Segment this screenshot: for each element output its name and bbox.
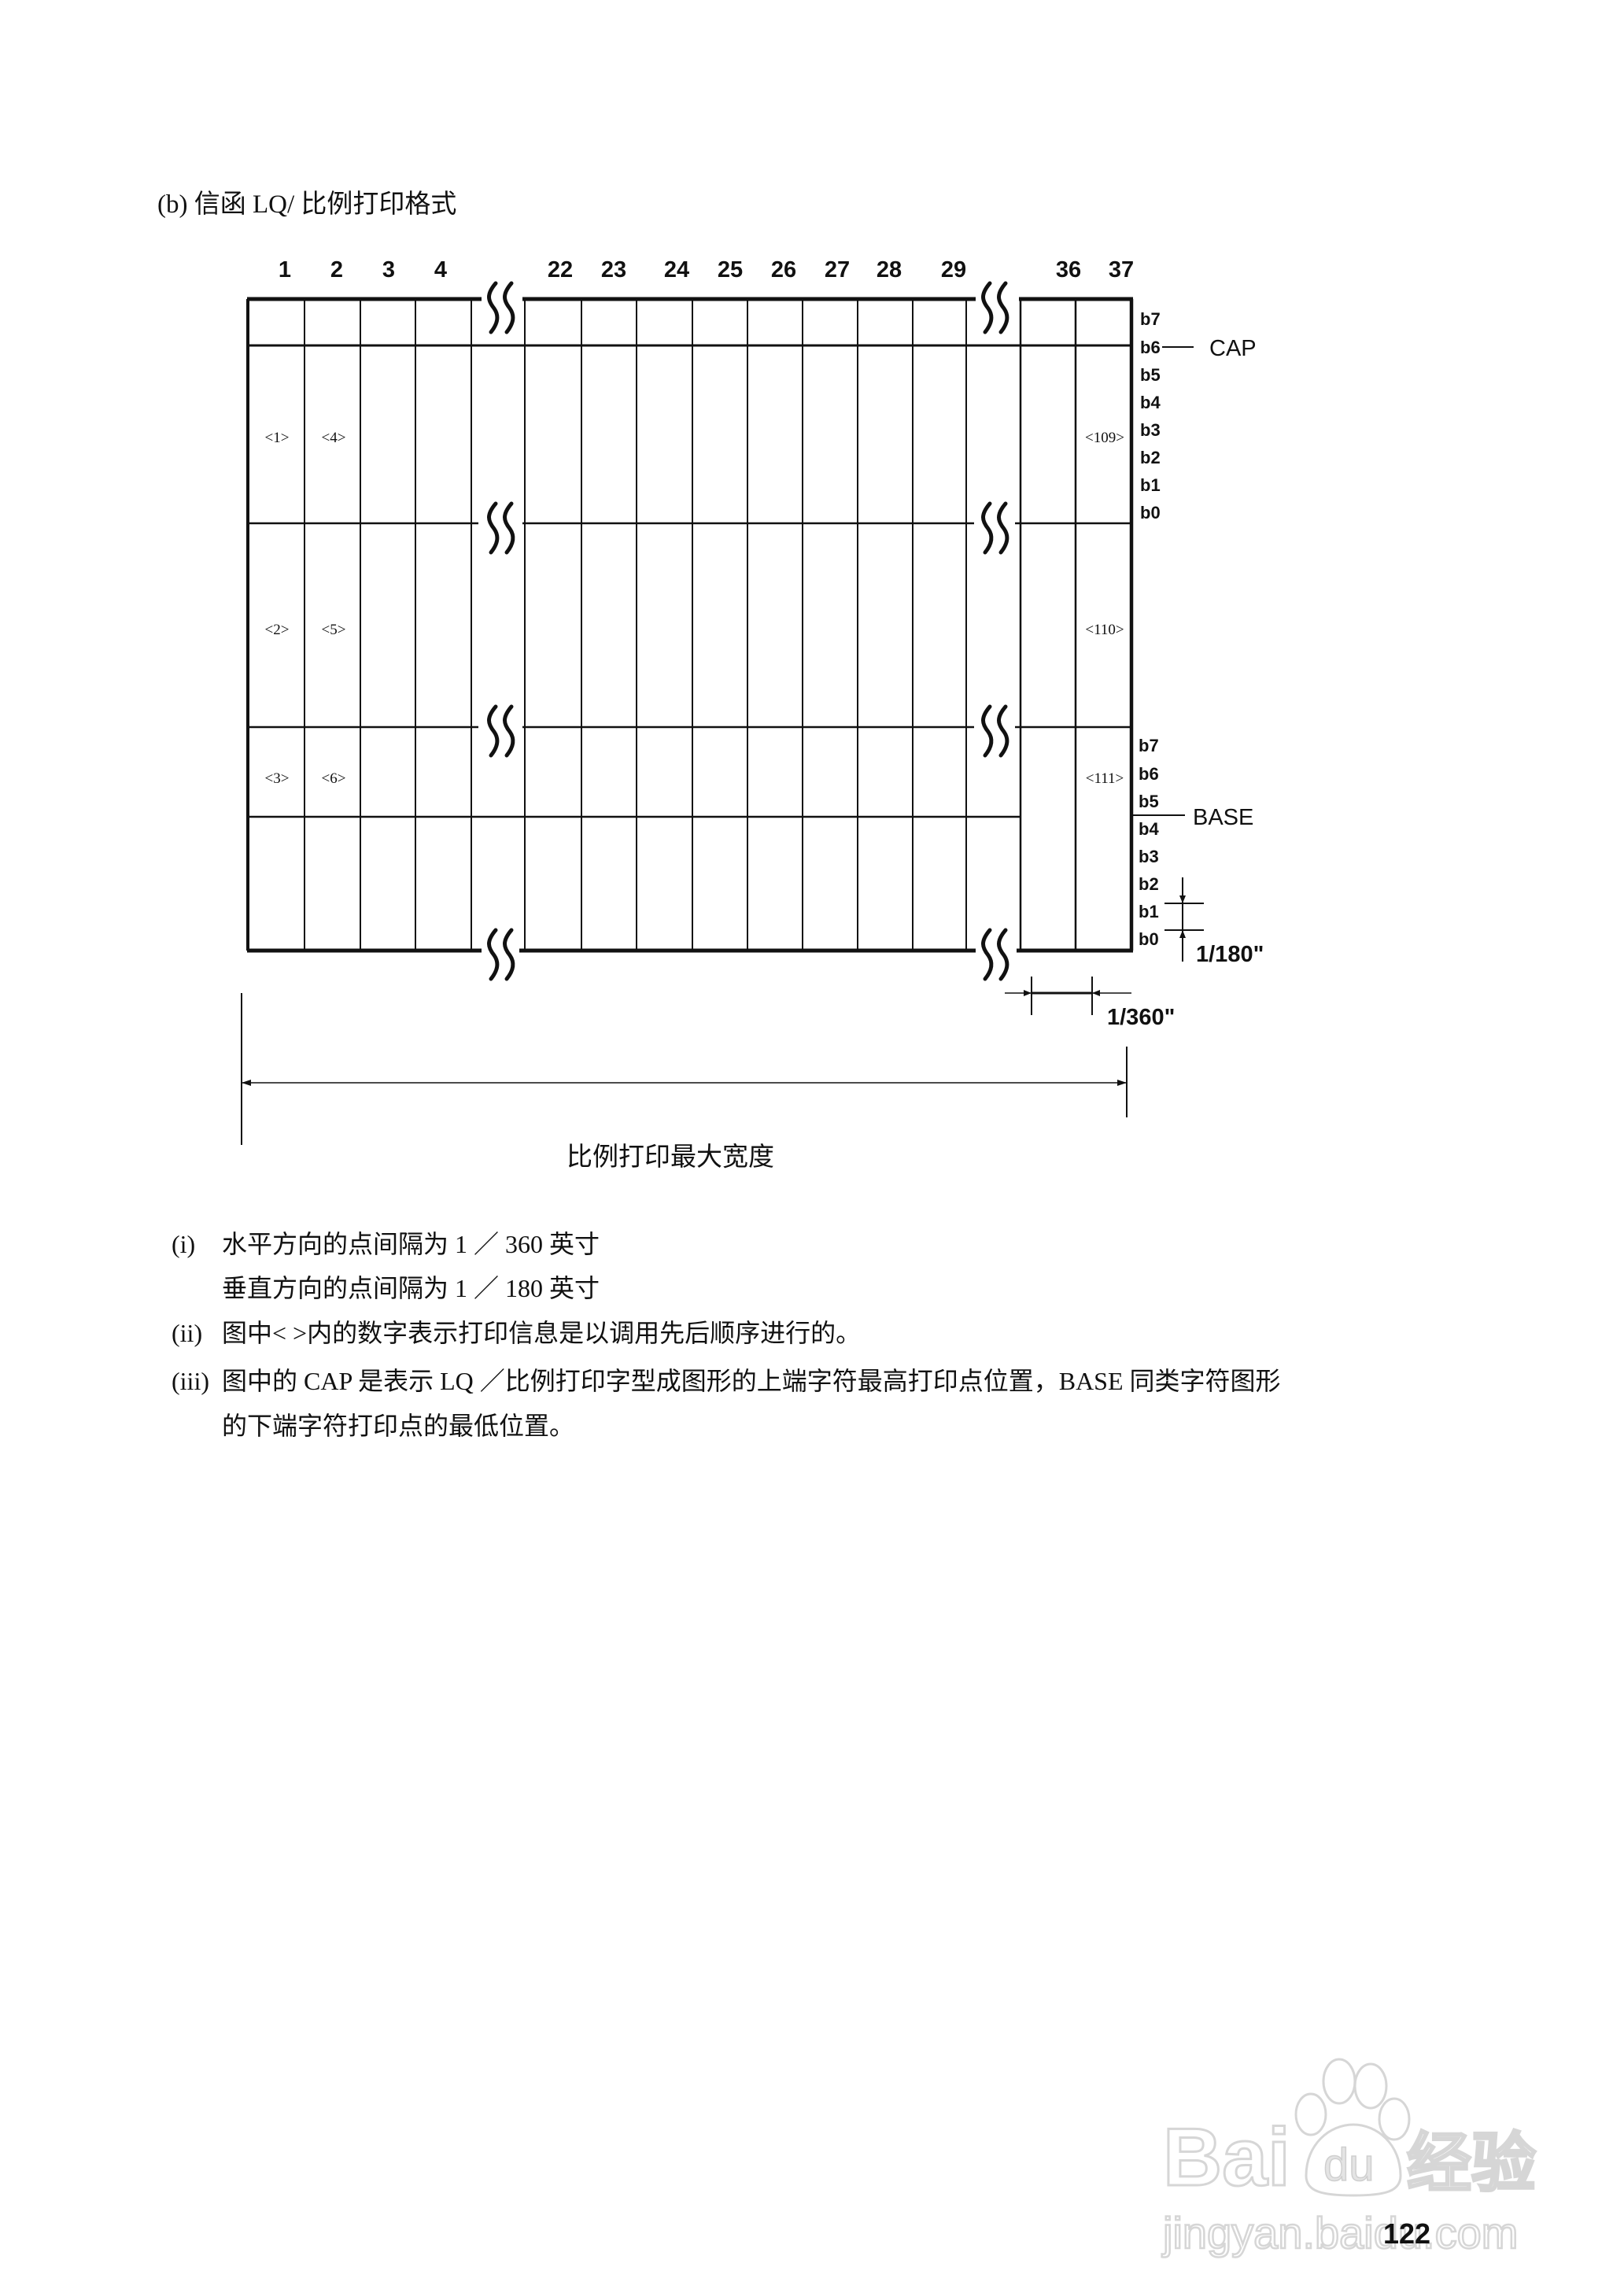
note-text: 垂直方向的点间隔为 1 ／ 180 英寸 [222, 1274, 600, 1302]
cell-order-label: <2> [265, 622, 290, 638]
watermark-suffix: 经验 [1407, 2126, 1536, 2201]
grid-segment-middle [482, 297, 1021, 953]
base-label: BASE [1193, 805, 1253, 830]
break-icon [981, 501, 1009, 555]
watermark-paw-text: du [1323, 2140, 1375, 2191]
cell-order-label: <1> [265, 430, 290, 446]
bit-label: b3 [1139, 847, 1159, 866]
bit-label: b1 [1139, 902, 1159, 921]
cell-order-label: <109> [1085, 430, 1124, 446]
bit-label: b0 [1140, 503, 1161, 522]
bit-label: b2 [1139, 874, 1159, 894]
break-icon [981, 704, 1009, 758]
bit-label: b4 [1139, 819, 1159, 839]
section-title: (b) 信函 LQ/ 比例打印格式 [157, 190, 457, 219]
note-text: 水平方向的点间隔为 1 ／ 360 英寸 [222, 1230, 600, 1258]
break-icon [981, 928, 1009, 981]
column-header: 29 [941, 257, 966, 282]
watermark-url: jingyan.baidu.com [1161, 2208, 1518, 2258]
grid [246, 297, 1134, 953]
break-icon [487, 501, 515, 555]
bit-label: b2 [1140, 448, 1161, 467]
max-width-caption: 比例打印最大宽度 [567, 1143, 774, 1172]
bit-label: b0 [1139, 929, 1159, 949]
break-symbols [487, 281, 1009, 981]
cap-label: CAP [1209, 336, 1257, 361]
cell-order-label: <3> [265, 770, 290, 787]
break-icon [487, 281, 515, 334]
column-header: 37 [1109, 257, 1134, 282]
bit-label: b7 [1139, 736, 1159, 755]
bit-label: b1 [1140, 475, 1161, 495]
cell-order-label: <4> [322, 430, 346, 446]
note-label: (i) [172, 1230, 196, 1258]
note-text: 图中< >内的数字表示打印信息是以调用先后顺序进行的。 [222, 1319, 862, 1347]
break-icon [981, 281, 1009, 334]
column-header: 27 [825, 257, 850, 282]
cell-order-label: <110> [1085, 622, 1124, 638]
base-marker: BASE [1131, 805, 1253, 830]
break-icon [487, 704, 515, 758]
column-header: 36 [1056, 257, 1081, 282]
column-header: 28 [877, 257, 902, 282]
grid-segment-left [246, 297, 482, 953]
bit-labels: b7 b6 b5 b4 b3 b2 b1 b0 b7 b6 b5 b4 b3 b2 b1 b0 [1139, 309, 1161, 949]
page-number: 122 [1383, 2217, 1431, 2250]
column-header: 26 [771, 257, 796, 282]
bit-label: b7 [1140, 309, 1161, 329]
column-header: 23 [601, 257, 626, 282]
column-header: 24 [664, 257, 689, 282]
max-width-dimension [241, 993, 1128, 1145]
column-header: 2 [330, 257, 343, 282]
horizontal-pitch-label: 1/360" [1107, 1005, 1175, 1030]
cell-order-labels: <1> <4> <2> <5> <3> <6> <109> <110> <111> [265, 430, 1124, 787]
note-label: (iii) [172, 1367, 209, 1395]
bit-label: b4 [1140, 393, 1161, 412]
break-icon [487, 928, 515, 981]
bit-label: b5 [1139, 792, 1159, 811]
bit-label: b6 [1139, 764, 1159, 784]
watermark-brand: Bai [1163, 2112, 1290, 2203]
bit-label: b5 [1140, 365, 1161, 385]
vertical-pitch-dimension: 1/180" [1164, 877, 1264, 967]
column-header: 25 [718, 257, 743, 282]
column-header: 4 [434, 257, 447, 282]
cell-order-label: <5> [322, 622, 346, 638]
bit-label: b3 [1140, 420, 1161, 440]
vertical-pitch-label: 1/180" [1196, 942, 1264, 967]
note-text: 的下端字符打印点的最低位置。 [222, 1412, 575, 1440]
cell-order-label: <6> [322, 770, 346, 787]
note-label: (ii) [172, 1319, 203, 1347]
column-header: 1 [279, 257, 291, 282]
baidu-jingyan-watermark: Bai du 经验 jingyan.baidu.com [1161, 2058, 1537, 2258]
bit-label: b6 [1140, 338, 1161, 357]
paw-icon [1294, 2058, 1411, 2197]
cell-order-label: <111> [1086, 770, 1124, 787]
column-header: 3 [382, 257, 395, 282]
cap-marker: CAP [1162, 336, 1257, 361]
grid-segment-right [1015, 297, 1134, 953]
note-text: 图中的 CAP 是表示 LQ ／比例打印字型成图形的上端字符最高打印点位置，BA… [222, 1367, 1281, 1395]
horizontal-pitch-dimension: 1/360" [1005, 977, 1175, 1030]
column-header: 22 [548, 257, 573, 282]
